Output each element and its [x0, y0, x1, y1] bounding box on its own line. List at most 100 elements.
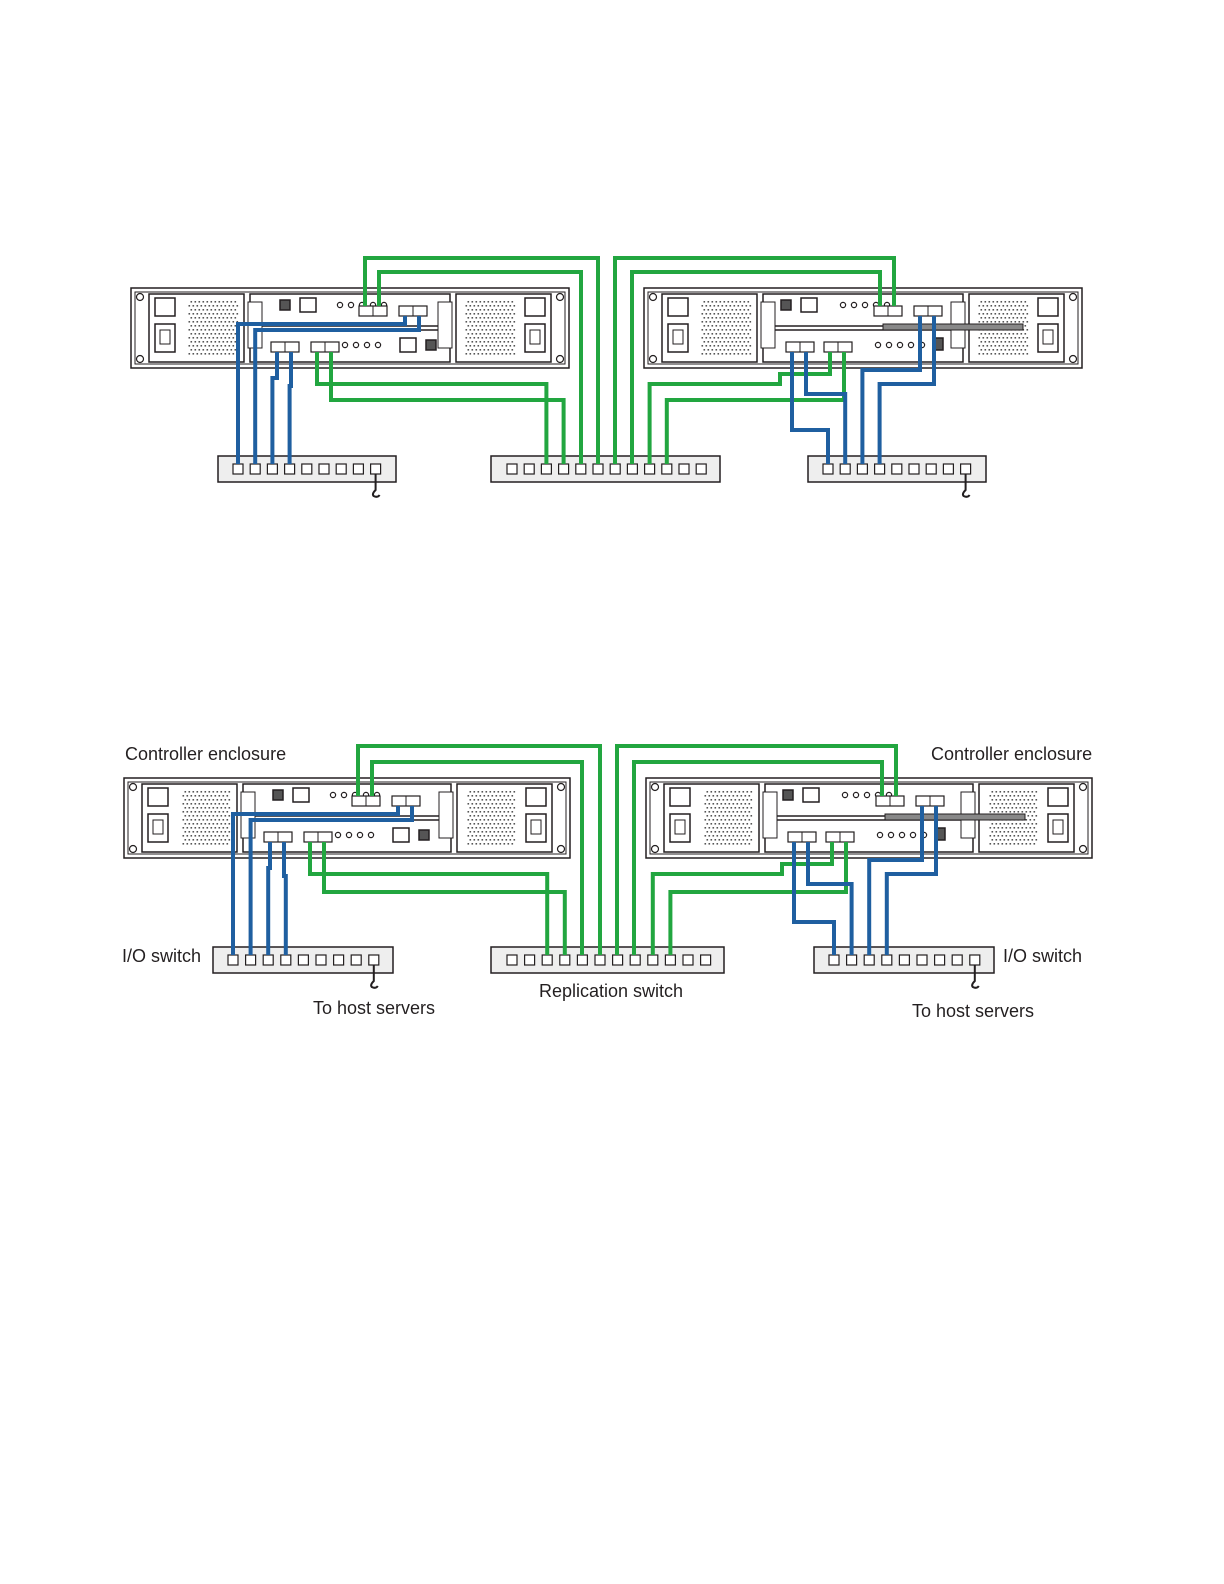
grille-dot [203, 811, 205, 813]
grille-dot [478, 329, 480, 331]
grille-dot [1008, 791, 1010, 793]
grille-dot [209, 313, 211, 315]
grille-dot [1025, 341, 1027, 343]
grille-dot [510, 791, 512, 793]
switch-port [593, 464, 603, 474]
grille-dot [478, 823, 480, 825]
grille-dot [510, 345, 512, 347]
grille-dot [706, 329, 708, 331]
grille-dot [221, 839, 223, 841]
grille-dot [1008, 823, 1010, 825]
power-inlet-socket [531, 820, 541, 834]
grille-dot [1027, 305, 1029, 307]
grille-dot [1001, 349, 1003, 351]
module-latch [763, 792, 777, 838]
switch-port [630, 955, 640, 965]
grille-dot [207, 803, 209, 805]
grille-dot [209, 799, 211, 801]
grille-dot [724, 325, 726, 327]
grille-dot [494, 337, 496, 339]
grille-dot [217, 799, 219, 801]
grille-dot [719, 815, 721, 817]
grille-dot [512, 333, 514, 335]
grille-dot [1024, 791, 1026, 793]
grille-dot [474, 799, 476, 801]
grille-dot [223, 827, 225, 829]
grille-dot [1004, 839, 1006, 841]
switch-port [336, 464, 346, 474]
grille-dot [749, 819, 751, 821]
grille-dot [496, 301, 498, 303]
grille-dot [719, 831, 721, 833]
grille-dot [510, 313, 512, 315]
grille-dot [1025, 325, 1027, 327]
grille-dot [203, 843, 205, 845]
grille-dot [1018, 835, 1020, 837]
grille-dot [209, 345, 211, 347]
sfp-port-pair [826, 832, 854, 842]
grille-dot [221, 329, 223, 331]
grille-dot [745, 811, 747, 813]
grille-dot [486, 305, 488, 307]
grille-dot [203, 795, 205, 797]
grille-dot [474, 305, 476, 307]
grille-dot [510, 305, 512, 307]
grille-dot [750, 329, 752, 331]
grille-dot [718, 353, 720, 355]
switch-port [542, 955, 552, 965]
grille-dot [748, 341, 750, 343]
grille-dot [225, 791, 227, 793]
switch-port [648, 955, 658, 965]
grille-dot [1010, 811, 1012, 813]
grille-dot [211, 827, 213, 829]
grille-dot [474, 329, 476, 331]
grille-dot [191, 309, 193, 311]
grille-dot [1027, 329, 1029, 331]
grille-dot [1001, 301, 1003, 303]
rack-ear-hole [557, 294, 564, 301]
grille-dot [486, 807, 488, 809]
grille-dot [734, 345, 736, 347]
grille-dot [735, 799, 737, 801]
grille-dot [482, 321, 484, 323]
grille-dot [991, 305, 993, 307]
grille-dot [742, 321, 744, 323]
grille-dot [728, 317, 730, 319]
grille-dot [229, 831, 231, 833]
grille-dot [743, 807, 745, 809]
led-indicator [353, 342, 358, 347]
grille-dot [707, 823, 709, 825]
grille-dot [720, 317, 722, 319]
grille-dot [512, 309, 514, 311]
grille-dot [470, 329, 472, 331]
grille-dot [213, 823, 215, 825]
grille-dot [514, 337, 516, 339]
grille-dot [199, 325, 201, 327]
grille-dot [739, 791, 741, 793]
grille-dot [723, 831, 725, 833]
cable-bundle-bar [883, 324, 1023, 330]
grille-dot [470, 823, 472, 825]
switch-port [970, 955, 980, 965]
grille-dot [728, 333, 730, 335]
grille-dot [1016, 807, 1018, 809]
grille-dot [191, 819, 193, 821]
grille-dot [225, 839, 227, 841]
grille-dot [472, 795, 474, 797]
grille-dot [229, 815, 231, 817]
grille-dot [715, 791, 717, 793]
grille-dot [743, 831, 745, 833]
grille-dot [223, 309, 225, 311]
sfp-port-pair [264, 832, 292, 842]
grille-dot [484, 341, 486, 343]
grille-dot [498, 321, 500, 323]
grille-dot [498, 807, 500, 809]
grille-dot [235, 349, 237, 351]
grille-dot [199, 317, 201, 319]
grille-dot [229, 337, 231, 339]
grille-dot [502, 791, 504, 793]
sfp-port-pair [788, 832, 816, 842]
switch-port [302, 464, 312, 474]
grille-dot [205, 815, 207, 817]
grille-dot [185, 799, 187, 801]
